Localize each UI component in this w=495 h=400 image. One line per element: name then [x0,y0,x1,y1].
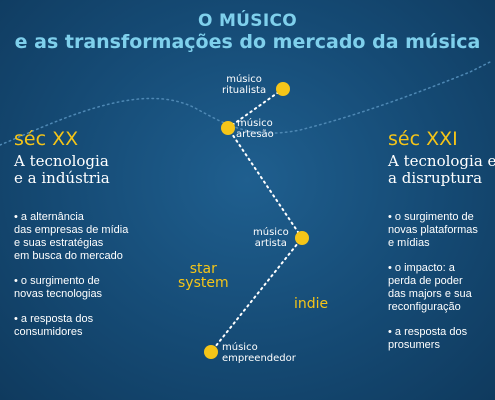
path-connector [210,88,304,353]
node-dot-ritualista [276,82,290,96]
title-line-2: e as transformações do mercado da música [14,31,481,53]
node-dot-empreendedor [204,345,218,359]
indie-tag: indie [294,296,329,312]
right-era-heading: séc XXI [388,128,458,150]
wave-curve [0,61,491,146]
node-dot-artesao [221,121,235,135]
left-era-heading: séc XX [14,128,79,150]
node-dot-artista [295,231,309,245]
title-line-1: O MÚSICO [198,11,297,31]
